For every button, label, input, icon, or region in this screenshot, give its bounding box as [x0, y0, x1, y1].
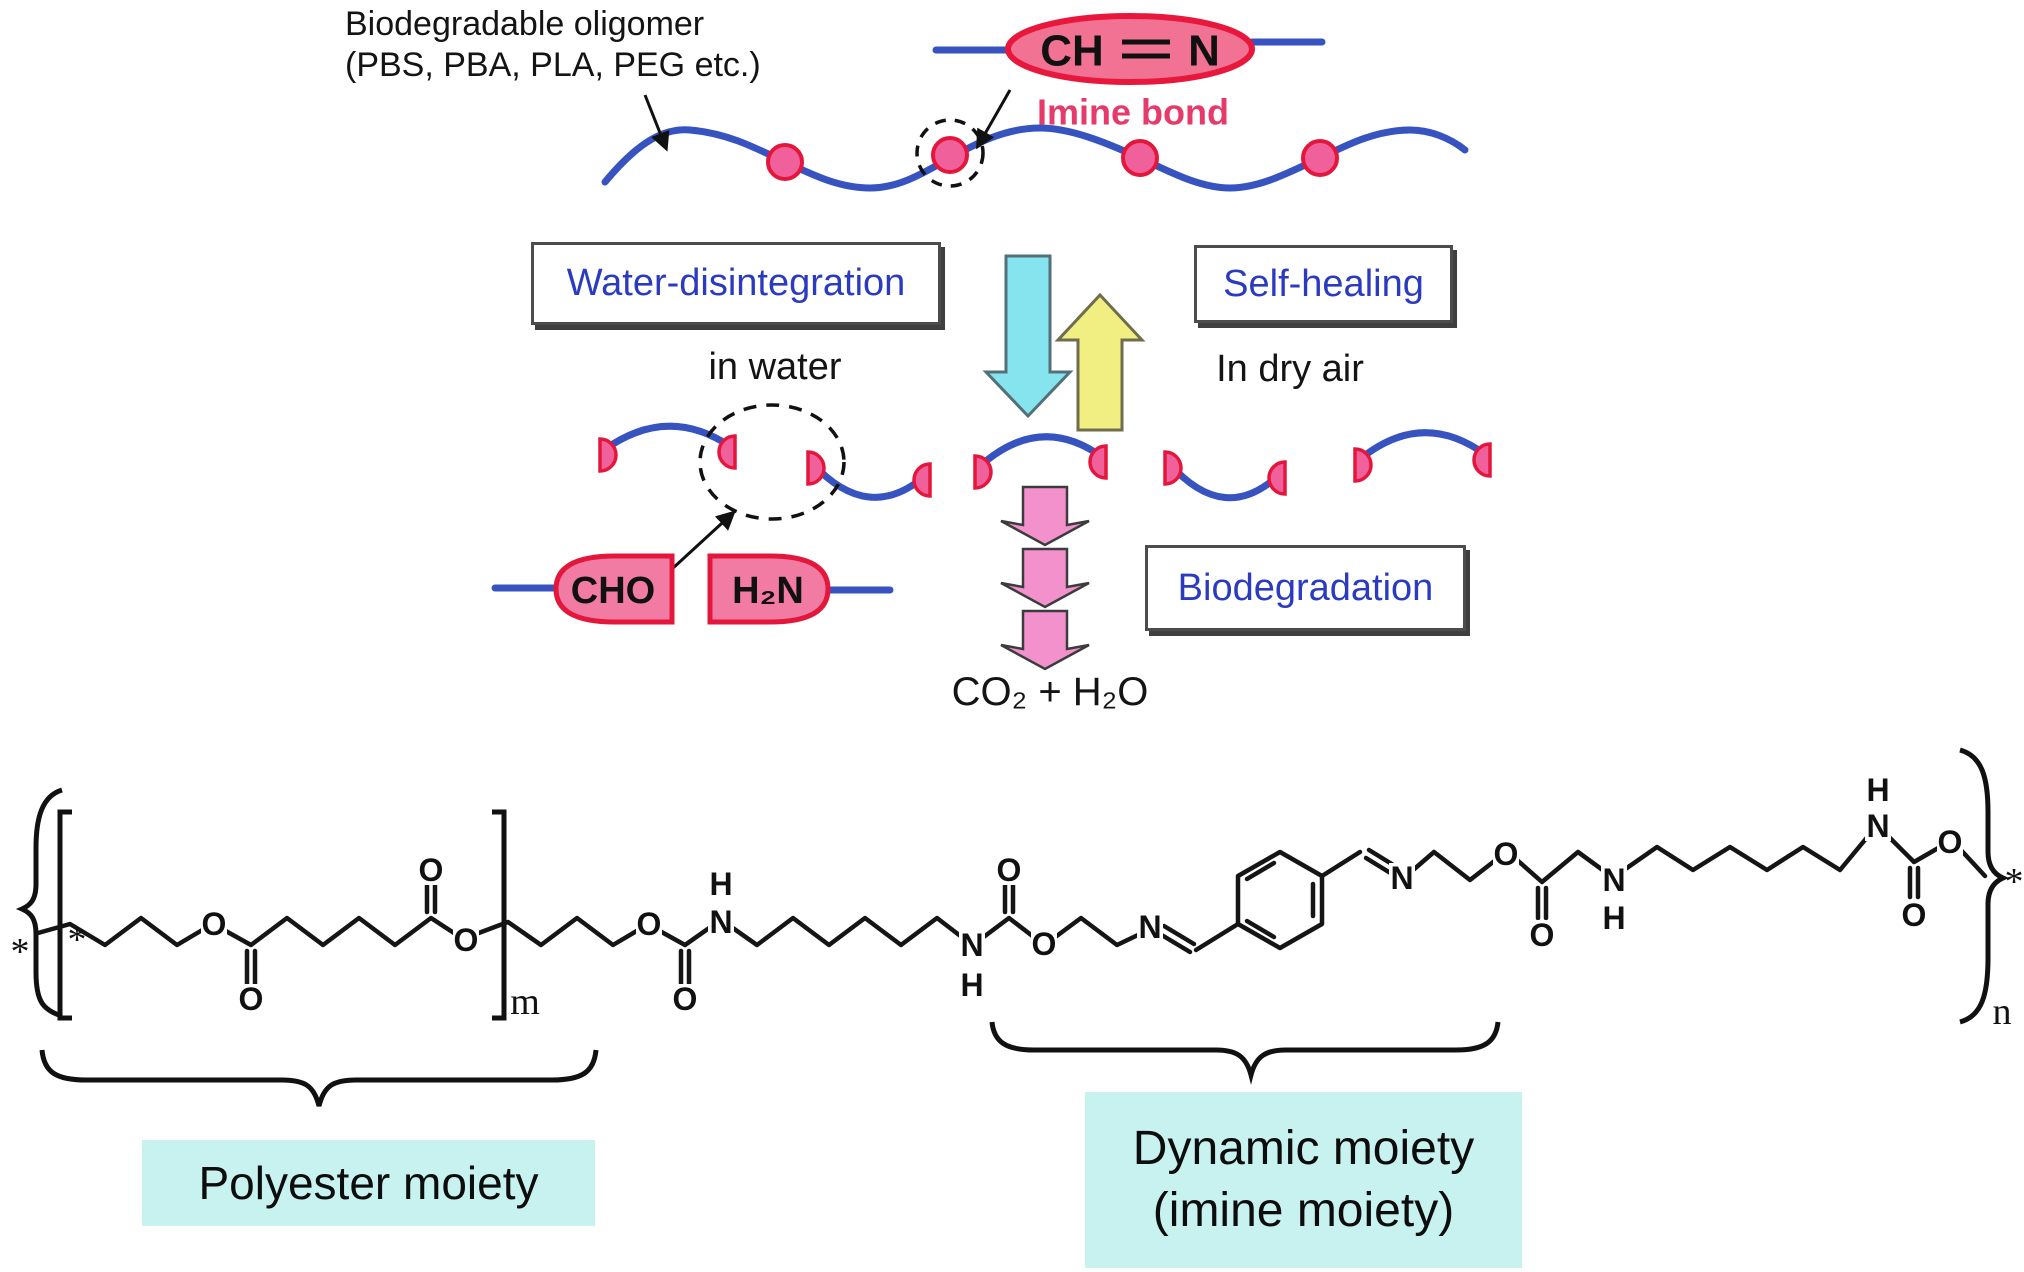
subscript-m: m — [510, 981, 540, 1023]
atom-label: O — [1902, 897, 1927, 933]
down-arrow — [982, 254, 1074, 419]
atom-label: O — [419, 852, 444, 888]
atom-label: O — [239, 981, 264, 1017]
pink-arrow — [1000, 547, 1090, 609]
imine-dot — [1301, 139, 1339, 177]
imine-ellipse: CH N Imine bond — [932, 13, 1326, 133]
co2-h2o-label: CO₂ + H₂O — [951, 670, 1149, 714]
atom-label: O — [454, 922, 479, 958]
atom-label: H — [1866, 772, 1889, 808]
oligomer-pointer-arrow — [643, 94, 670, 152]
atom-label: N — [1138, 909, 1161, 945]
n-label: N — [1188, 27, 1220, 76]
atom-label: H — [960, 967, 983, 1003]
broken-bond-half — [1472, 442, 1492, 478]
atom-label: N — [1866, 808, 1889, 844]
imine-dot — [931, 136, 969, 174]
polyester-moiety-text: Polyester moiety — [198, 1157, 539, 1209]
end-group-star: * — [11, 931, 30, 973]
atom-label: O — [1032, 926, 1057, 962]
broken-bond-half — [1163, 450, 1183, 486]
atom-label: O — [202, 906, 227, 942]
subscript-n: n — [1993, 991, 2012, 1033]
end-group-star: * — [2005, 861, 2024, 903]
water-disintegration-box: Water-disintegration — [531, 242, 941, 325]
atom-label: O — [1938, 824, 1963, 860]
cho-label: CHO — [571, 570, 655, 612]
polyester-underbrace — [39, 1049, 599, 1107]
atom-label: O — [673, 981, 698, 1017]
broken-bond-half — [598, 437, 618, 473]
oligomer-annotation-line1: Biodegradable oligomer — [345, 5, 705, 43]
dynamic-moiety-label: Dynamic moiety (imine moiety) — [1085, 1092, 1522, 1268]
broken-bond-half — [1267, 460, 1287, 496]
broken-bond-half — [1088, 444, 1108, 480]
broken-bond-half — [973, 454, 993, 490]
atom-label: N — [1602, 862, 1625, 898]
left-square-bracket — [57, 809, 72, 1021]
imine-dot — [1121, 139, 1159, 177]
atom-label: N — [1390, 860, 1413, 896]
h2n-label: H₂N — [732, 570, 804, 612]
pink-arrow — [1000, 609, 1090, 671]
dynamic-moiety-line1: Dynamic moiety — [1132, 1122, 1475, 1175]
end-group-star: * — [68, 919, 87, 961]
atom-label: H — [709, 866, 732, 902]
water-disintegration-label: Water-disintegration — [566, 262, 906, 304]
cho-fragment — [553, 553, 675, 625]
biodegradation-arrows — [1000, 485, 1090, 671]
polymer-chain-wave — [601, 89, 1469, 192]
broken-bond-half — [912, 462, 932, 498]
broken-bond-half — [1353, 447, 1373, 483]
atom-label: O — [1494, 836, 1519, 872]
imine-pointer-arrow — [976, 89, 1012, 150]
dashed-highlight-circle — [915, 118, 985, 188]
self-healing-box: Self-healing — [1194, 245, 1453, 323]
atom-label: N — [960, 927, 983, 963]
pink-arrow — [1000, 485, 1090, 547]
atom-label: N — [709, 904, 732, 940]
dynamic-moiety-line2: (imine moiety) — [1152, 1184, 1455, 1237]
atom-label: O — [1530, 917, 1555, 953]
broken-bond-half — [806, 450, 826, 486]
benzene-ring — [1235, 849, 1325, 951]
self-healing-label: Self-healing — [1223, 262, 1424, 305]
polyester-moiety-label: Polyester moiety — [142, 1140, 595, 1226]
broken-chain — [598, 403, 1492, 582]
up-arrow — [1054, 292, 1146, 432]
left-curly-brace — [15, 787, 63, 1019]
h2n-fragment — [707, 553, 831, 625]
dashed-highlight-ellipse — [698, 403, 846, 521]
chain-end-fragments: CHO H₂N — [491, 553, 894, 625]
ch-label: CH — [1040, 27, 1104, 76]
in-dry-air-label: In dry air — [1216, 348, 1364, 390]
atom-label: O — [997, 852, 1022, 888]
imine-dot — [766, 143, 804, 181]
right-square-bracket — [492, 809, 507, 1021]
equilibrium-arrows — [982, 254, 1146, 432]
imine-bond-label: Imine bond — [1037, 92, 1229, 133]
atom-label: H — [1602, 900, 1625, 936]
oligomer-annotation-line2: (PBS, PBA, PLA, PEG etc.) — [345, 46, 761, 84]
dynamic-underbrace — [989, 1021, 1501, 1085]
in-water-label: in water — [708, 346, 842, 388]
atom-label: O — [637, 906, 662, 942]
broken-bond-half — [717, 434, 737, 470]
biodegradation-label: Biodegradation — [1177, 566, 1434, 609]
biodegradation-box: Biodegradation — [1145, 545, 1466, 631]
oligomer-annotation: Biodegradable oligomer (PBS, PBA, PLA, P… — [345, 4, 761, 86]
right-curly-brace — [1959, 747, 2010, 1025]
